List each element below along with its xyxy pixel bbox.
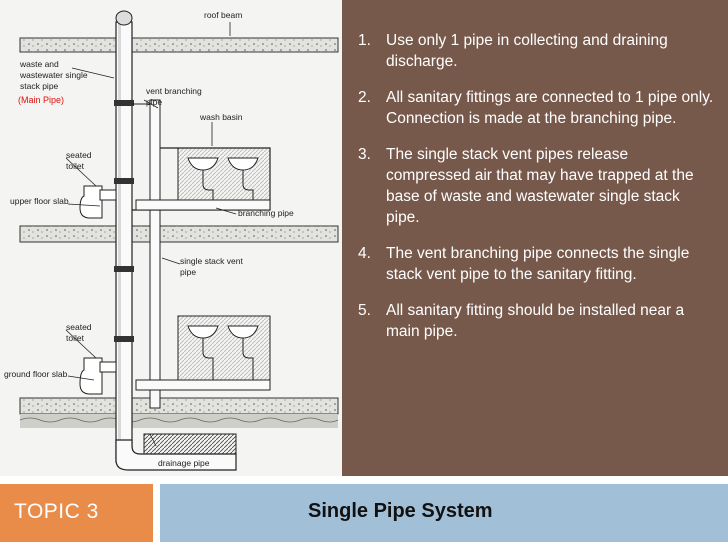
ground-floor-slab — [19, 397, 339, 428]
notes-panel — [342, 0, 728, 476]
label-seated-toilet-bottom-2: toilet — [66, 333, 85, 343]
step-number: 1. — [358, 32, 371, 49]
label-stack-pipe-2: wastewater single — [19, 70, 88, 80]
topic-badge: TOPIC 3 — [0, 484, 153, 542]
single-pipe-system-diagram: roof beam waste and wastewater single st… — [0, 0, 342, 476]
slide-title: Single Pipe System — [308, 500, 493, 522]
step-text: The vent branching pipe connects the sin… — [386, 245, 690, 283]
upper-floor-slab — [19, 225, 339, 243]
label-stack-pipe-3: stack pipe — [20, 81, 59, 91]
step-item: 5. All sanitary fitting should be install… — [356, 300, 716, 342]
label-vent-stack-2: pipe — [180, 267, 196, 277]
label-wash-basin: wash basin — [199, 112, 243, 122]
topic-label: TOPIC 3 — [14, 500, 99, 523]
step-text: The single stack vent pipes release comp… — [386, 146, 694, 226]
label-drainage-pipe: drainage pipe — [158, 458, 210, 468]
drainage-pipe — [115, 433, 237, 471]
leader-lines — [65, 22, 237, 447]
step-number: 3. — [358, 146, 371, 163]
title-bar: Single Pipe System — [160, 484, 728, 542]
step-number: 2. — [358, 89, 371, 106]
lower-toilet — [79, 357, 117, 395]
upper-branch — [132, 147, 271, 211]
label-seated-toilet-top-1: seated — [66, 150, 92, 160]
step-item: 1. Use only 1 pipe in collecting and drai… — [356, 30, 716, 72]
step-item: 4. The vent branching pipe connects the s… — [356, 243, 716, 285]
label-main-pipe: (Main Pipe) — [18, 95, 64, 105]
step-number: 4. — [358, 245, 371, 262]
upper-toilet — [79, 185, 117, 219]
label-upper-floor-slab: upper floor slab — [10, 196, 69, 206]
step-text: Use only 1 pipe in collecting and draini… — [386, 32, 668, 70]
label-roof-beam: roof beam — [204, 10, 242, 20]
label-vent-branching-1: vent branching — [146, 86, 202, 96]
label-vent-stack-1: single stack vent — [180, 256, 243, 266]
label-seated-toilet-top-2: toilet — [66, 161, 85, 171]
label-vent-branching-2: pipe — [146, 97, 162, 107]
label-stack-pipe-1: waste and — [19, 59, 59, 69]
step-number: 5. — [358, 302, 371, 319]
main-stack-pipe — [114, 10, 134, 463]
step-item: 2. All sanitary fittings are connected to… — [356, 87, 716, 129]
vent-stack-pipe — [132, 99, 161, 409]
label-branching-pipe: branching pipe — [238, 208, 294, 218]
step-text: All sanitary fittings are connected to 1… — [386, 89, 714, 127]
steps-list: 1. Use only 1 pipe in collecting and drai… — [356, 30, 716, 357]
roof-beam-slab — [19, 37, 339, 53]
label-seated-toilet-bottom-1: seated — [66, 322, 92, 332]
lower-branch — [135, 315, 271, 391]
step-item: 3. The single stack vent pipes release co… — [356, 144, 716, 228]
label-ground-floor-slab: ground floor slab — [4, 369, 68, 379]
step-text: All sanitary fitting should be installed… — [386, 302, 685, 340]
